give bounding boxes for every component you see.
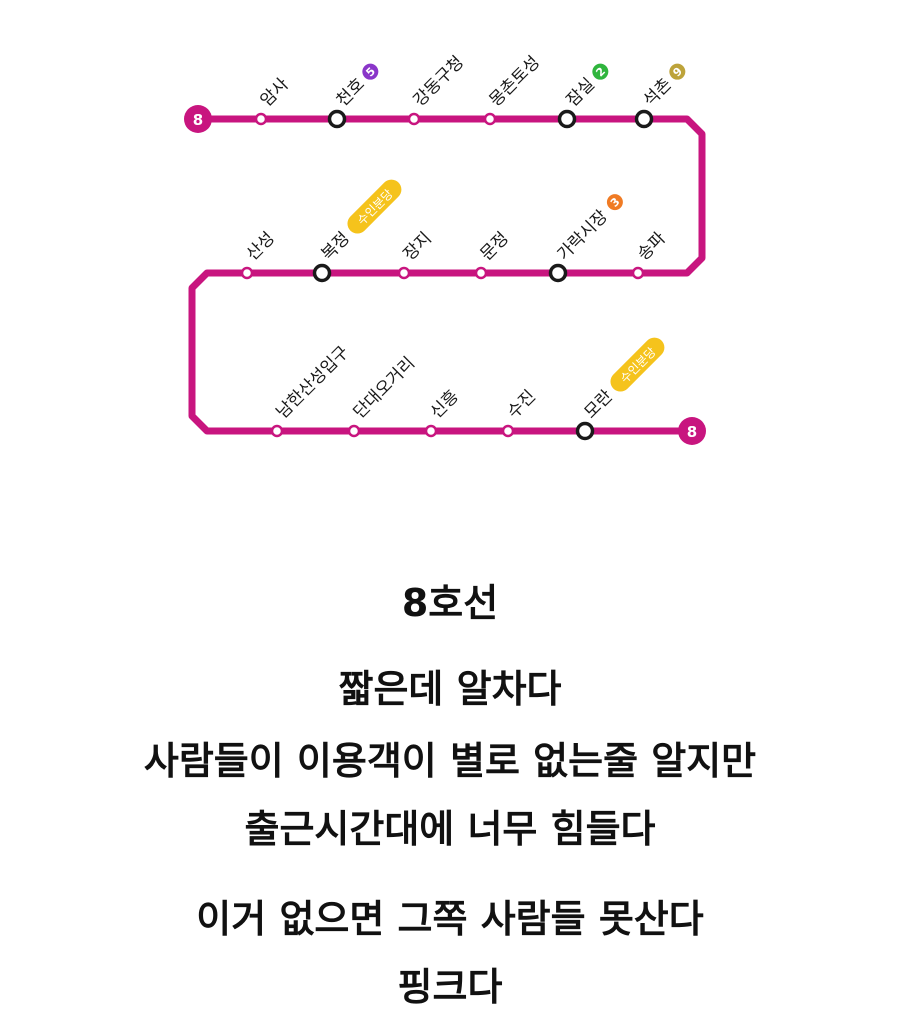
station-6-name: 석촌 <box>640 75 676 111</box>
station-15-label-group: 신흥 <box>427 387 463 423</box>
station-13-dot <box>270 424 284 438</box>
station-9-label-group: 문정 <box>477 229 513 265</box>
station-6-label-group: 석촌9 <box>640 63 686 111</box>
station-1-label-group: 암사 <box>257 74 294 111</box>
station-11-name: 복정 <box>318 229 354 265</box>
station-6-transfer-dot <box>634 109 654 129</box>
station-10-dot <box>397 266 411 280</box>
station-8-transfer-dot <box>548 263 568 283</box>
station-14-dot <box>347 424 361 438</box>
station-1-dot <box>254 112 268 126</box>
station-4-dot <box>483 112 497 126</box>
station-15-name: 신흥 <box>427 387 463 423</box>
station-3-dot <box>407 112 421 126</box>
station-2-transfer-dot <box>327 109 347 129</box>
station-15-dot <box>424 424 438 438</box>
station-7-dot <box>631 266 645 280</box>
station-4-name: 몽촌토성 <box>486 52 544 110</box>
caption-title: 8호선 <box>401 581 499 625</box>
station-1-name: 암사 <box>257 74 294 111</box>
station-7-label-group: 송파 <box>634 228 671 265</box>
station-16-name: 수진 <box>504 387 540 423</box>
station-7-name: 송파 <box>634 228 671 265</box>
station-2-transfer-badge <box>362 63 379 80</box>
station-16-label-group: 수진 <box>504 387 540 423</box>
station-5-label-group: 잠실2 <box>563 63 609 111</box>
station-16-dot <box>501 424 515 438</box>
station-17-transfer-dot <box>575 421 595 441</box>
station-5-name: 잠실 <box>563 75 599 111</box>
station-9-name: 문정 <box>477 229 513 265</box>
station-3-name: 강동구청 <box>410 52 468 110</box>
caption-line-3: 사람들이 이용객이 별로 없는줄 알지만 <box>143 739 757 783</box>
caption-line-2: 짧은데 알차다 <box>338 667 562 711</box>
station-9-dot <box>474 266 488 280</box>
station-13-name: 남한산성입구 <box>273 342 353 422</box>
station-3-label-group: 강동구청 <box>410 52 468 110</box>
station-5-transfer-badge <box>592 63 609 80</box>
station-12-dot <box>240 266 254 280</box>
station-6-transfer-badge <box>669 63 686 80</box>
terminus-badge-label: 8 <box>687 423 697 441</box>
station-11-transfer-pill <box>347 179 402 234</box>
station-11-transfer-dot <box>312 263 332 283</box>
station-5-transfer-dot <box>557 109 577 129</box>
caption-line-4: 출근시간대에 너무 힘들다 <box>244 807 656 851</box>
station-10-name: 장지 <box>400 229 436 265</box>
station-13-label-group: 남한산성입구 <box>273 342 353 422</box>
station-4-label-group: 몽촌토성 <box>486 52 544 110</box>
station-14-label-group: 단대오거리 <box>350 353 419 422</box>
station-17-name: 모란 <box>581 386 618 423</box>
terminus-badge-label: 8 <box>193 111 203 129</box>
station-8-transfer-badge <box>606 194 623 211</box>
station-12-name: 산성 <box>243 229 279 265</box>
route-line <box>188 115 706 435</box>
station-12-label-group: 산성 <box>243 229 279 265</box>
station-17-transfer-pill <box>610 337 665 392</box>
terminus-badge-start <box>184 105 212 133</box>
station-2-label-group: 천호5 <box>333 63 379 111</box>
station-8-name: 가락시장 <box>554 206 613 265</box>
terminus-badge-end <box>678 417 706 445</box>
station-14-name: 단대오거리 <box>350 353 419 422</box>
caption-line-6: 핑크다 <box>397 965 503 1009</box>
station-2-name: 천호 <box>333 75 369 111</box>
caption-line-5: 이거 없으면 그쪽 사람들 못산다 <box>196 897 704 941</box>
station-10-label-group: 장지 <box>400 229 436 265</box>
